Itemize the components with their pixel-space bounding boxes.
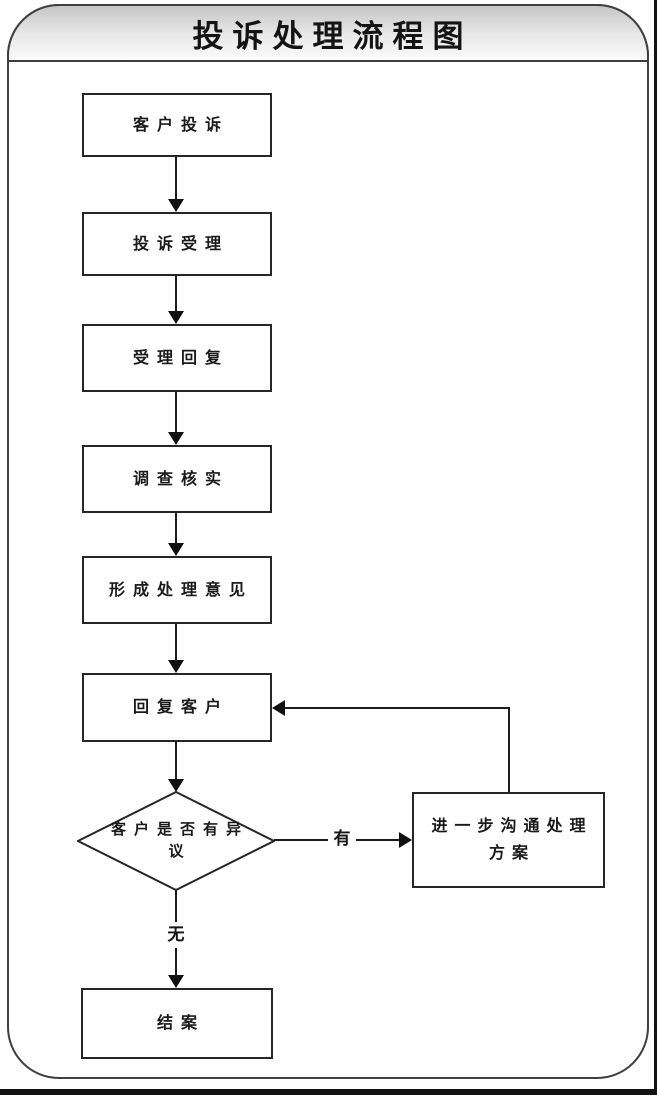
image-bottom-edge: [0, 1089, 657, 1095]
node-label-reply-customer: 回复客户: [132, 699, 229, 716]
arrowhead-down-5: [168, 660, 184, 673]
node-label-investigation: 调查核实: [132, 470, 229, 488]
connector-3: [175, 392, 177, 434]
connector-feedback-vertical: [508, 707, 510, 792]
node-close-case: 结案: [81, 988, 273, 1059]
connector-feedback-horizontal: [284, 707, 510, 709]
node-complaint-acceptance: 投诉受理: [82, 212, 272, 276]
node-label-further-communication: 进一步沟通处理方案: [431, 818, 593, 862]
arrowhead-right-yes: [399, 832, 412, 848]
node-label-complaint-acceptance: 投诉受理: [132, 235, 229, 253]
connector-2: [175, 276, 177, 313]
node-reply-customer: 回复客户: [82, 673, 272, 742]
node-form-opinion: 形成处理意见: [82, 556, 272, 624]
connector-4: [175, 513, 177, 545]
page-title: 投诉处理流程图: [192, 18, 473, 54]
arrowhead-left-feedback: [272, 700, 285, 716]
node-label-decision-objection: 客户是否有异议: [110, 821, 249, 860]
image-right-edge: [654, 0, 657, 1095]
edge-label-yes: 有: [328, 826, 356, 852]
node-label-customer-complaint: 客户投诉: [132, 116, 229, 134]
node-acceptance-reply: 受理回复: [82, 324, 272, 392]
arrowhead-down-4: [168, 543, 184, 556]
arrowhead-down-1: [168, 199, 184, 212]
node-label-acceptance-reply: 受理回复: [132, 349, 229, 367]
edge-label-no: 无: [160, 922, 192, 948]
arrowhead-down-6: [168, 779, 184, 792]
arrowhead-down-2: [168, 311, 184, 324]
arrowhead-down-7: [168, 975, 184, 988]
node-label-close-case: 结案: [156, 1015, 205, 1032]
title-banner: 投诉处理流程图: [7, 4, 649, 62]
arrowhead-down-3: [168, 432, 184, 445]
connector-6: [175, 742, 177, 781]
connector-1: [175, 157, 177, 201]
node-investigation: 调查核实: [82, 445, 272, 513]
node-label-form-opinion: 形成处理意见: [108, 581, 253, 599]
node-decision-objection: 客户是否有异议: [78, 792, 274, 890]
node-further-communication: 进一步沟通处理方案: [412, 792, 605, 888]
flowchart-frame: [7, 4, 649, 1079]
node-customer-complaint: 客户投诉: [82, 93, 272, 157]
connector-5: [175, 624, 177, 662]
